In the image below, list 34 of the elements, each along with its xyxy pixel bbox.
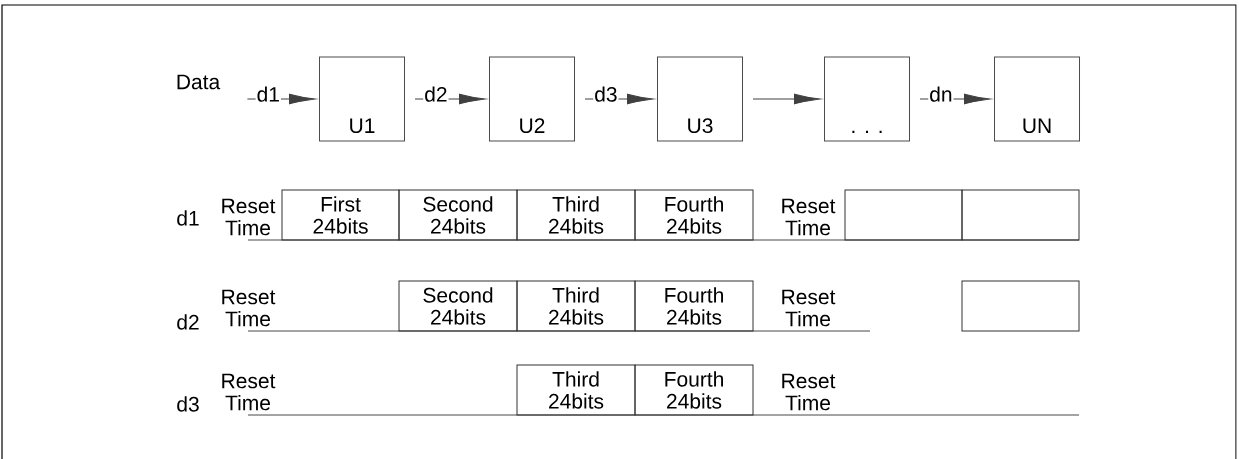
arrow (584, 93, 654, 105)
bit-cell: Second 24bits (398, 189, 518, 241)
bit-cell: First 24bits (281, 189, 400, 241)
empty-cell (961, 189, 1080, 241)
unit-box: U2 (489, 56, 575, 142)
reset-time-label: Reset Time (782, 289, 836, 327)
arrow (752, 93, 821, 105)
empty-cell (961, 280, 1080, 332)
edge-label: dn (928, 85, 954, 103)
edge-label: d3 (593, 85, 619, 103)
bit-cell: Third 24bits (516, 189, 636, 241)
edge-label: d1 (255, 85, 281, 103)
empty-cell (844, 189, 963, 241)
bit-cell: Fourth 24bits (634, 280, 754, 332)
bit-cell: Third 24bits (516, 364, 636, 416)
bit-cell: Fourth 24bits (634, 364, 754, 416)
edge-label: d2 (423, 85, 449, 103)
bit-cell: Fourth 24bits (634, 189, 754, 241)
reset-time-label: Reset Time (222, 289, 276, 327)
arrow (919, 93, 991, 105)
reset-time-label: Reset Time (782, 373, 836, 411)
data-label: Data (177, 74, 221, 90)
row-label: d1 (177, 210, 199, 226)
unit-box: U1 (319, 56, 405, 142)
unit-box: UN (994, 56, 1080, 142)
row-label: d3 (177, 396, 199, 412)
reset-time-label: Reset Time (222, 373, 276, 411)
arrow (414, 93, 486, 105)
unit-box: U3 (657, 56, 743, 142)
bit-cell: Second 24bits (398, 280, 518, 332)
bit-cell: Third 24bits (516, 280, 636, 332)
row-label: d2 (177, 314, 199, 330)
reset-time-label: Reset Time (782, 198, 836, 236)
unit-box: . . . (824, 56, 910, 142)
